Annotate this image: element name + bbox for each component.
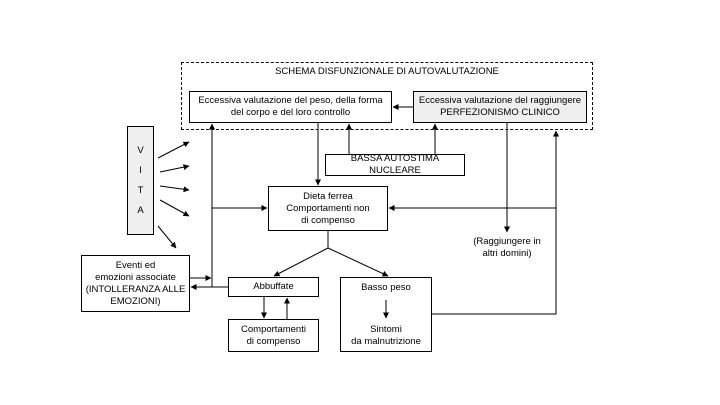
vita-box: V I T A xyxy=(127,126,154,235)
dieta-box: Dieta ferrea Comportamenti non di compen… xyxy=(268,186,388,231)
arrow-vita-1 xyxy=(157,141,190,159)
valutazione-peso-line-1: Eccessiva valutazione del peso, della fo… xyxy=(198,95,383,106)
vita-letter-v: V xyxy=(137,145,144,156)
sintomi-line-1: Sintomi xyxy=(370,324,402,335)
abbuffate-text: Abbuffate xyxy=(253,281,294,292)
compenso-line-2: di compenso xyxy=(246,335,301,347)
eventi-line-2: emozioni associate xyxy=(95,271,176,283)
abbuffate-box: Abbuffate xyxy=(228,277,319,297)
vita-letter-i: I xyxy=(139,165,142,176)
eventi-box: Eventi ed emozioni associate (INTOLLERAN… xyxy=(81,255,190,312)
compenso-line-1: Comportamenti xyxy=(241,323,306,335)
loop-basso-peso xyxy=(432,130,559,315)
compenso-box: Comportamenti di compenso xyxy=(228,319,319,352)
valutazione-peso-box: Eccessiva valutazione del peso, della fo… xyxy=(189,91,392,123)
dieta-line-1: Dieta ferrea xyxy=(303,190,353,202)
perfezionismo-box: Eccessiva valutazione del raggiungere PE… xyxy=(413,91,587,123)
eventi-line-1: Eventi ed xyxy=(115,259,156,271)
sintomi-line-2: da malnutrizione xyxy=(351,336,421,347)
perfezionismo-line-1: Eccessiva valutazione del raggiungere xyxy=(418,95,582,106)
basso-peso-text: Basso peso xyxy=(361,282,411,293)
arrow-vita-4 xyxy=(159,199,190,217)
valutazione-peso-line-2: del corpo e del loro controllo xyxy=(230,107,351,118)
eventi-line-4: EMOZIONI) xyxy=(110,295,161,307)
perfezionismo-line-2: PERFEZIONISMO CLINICO xyxy=(440,107,560,118)
schema-container xyxy=(181,62,593,130)
dieta-line-3: di compenso xyxy=(301,214,355,226)
raggiungere-line-1: (Raggiungere in xyxy=(473,236,541,247)
arrow-dieta-to-abbuffate xyxy=(273,247,329,277)
vita-letter-t: T xyxy=(137,185,144,196)
arrow-vita-5 xyxy=(157,225,177,249)
schema-title: SCHEMA DISFUNZIONALE DI AUTOVALUTAZIONE xyxy=(275,66,499,77)
autostima-box: BASSA AUTOSTIMA NUCLEARE xyxy=(325,153,465,176)
vita-letter-a: A xyxy=(137,205,144,216)
eventi-line-3: (INTOLLERANZA ALLE xyxy=(85,283,186,295)
dieta-line-2: Comportamenti non xyxy=(286,202,370,214)
arrow-vita-3 xyxy=(159,185,190,193)
autostima-text: BASSA AUTOSTIMA NUCLEARE xyxy=(350,153,440,176)
raggiungere-line-2: altri domini) xyxy=(482,248,532,259)
arrow-dieta-to-basso-peso xyxy=(327,247,389,277)
arrow-vita-2 xyxy=(159,164,190,173)
